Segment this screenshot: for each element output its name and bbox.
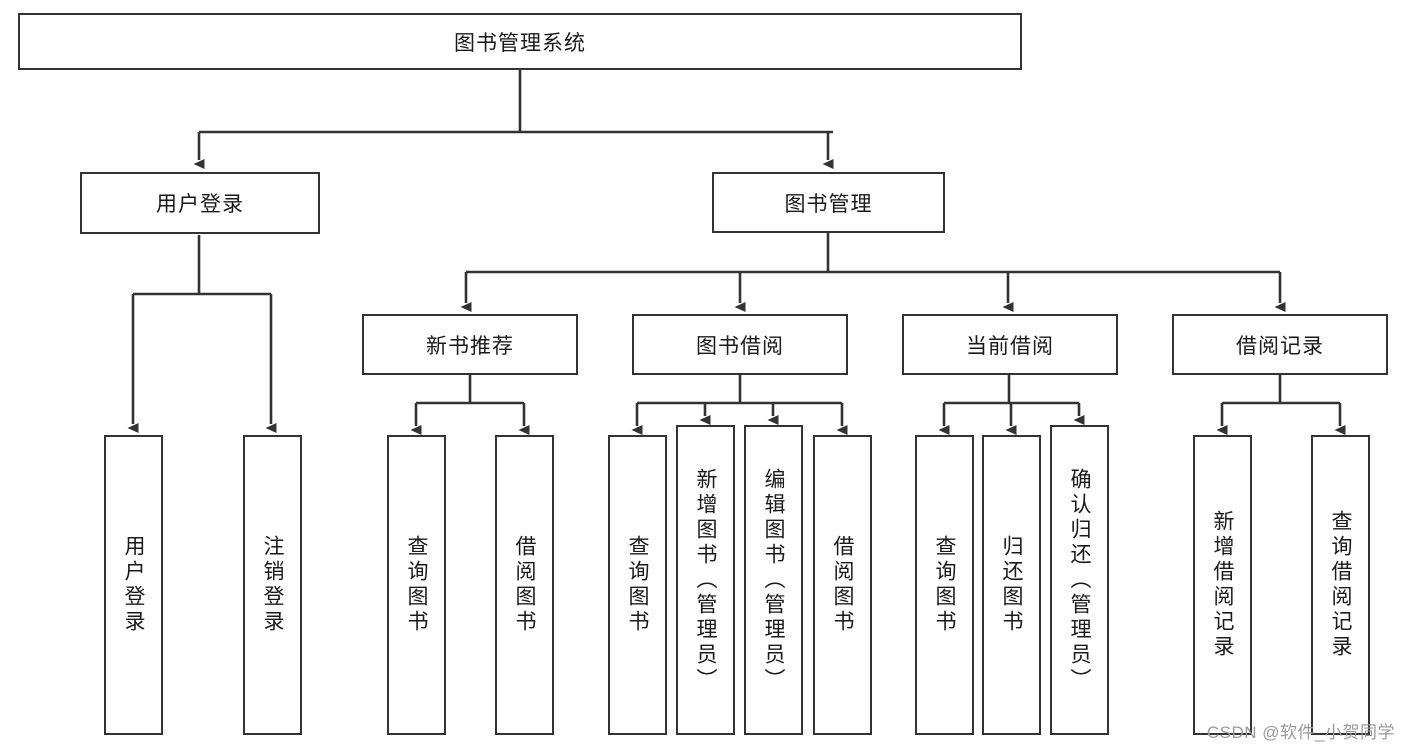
leaf-borrow-record-add[interactable]: 新增借阅记录 bbox=[1193, 435, 1252, 735]
leaf-label: 归还图书 bbox=[1000, 535, 1024, 635]
leaf-label: 查询图书 bbox=[626, 535, 650, 635]
node-book-borrow-label: 图书借阅 bbox=[696, 334, 784, 358]
node-user-login[interactable]: 用户登录 bbox=[80, 172, 320, 234]
leaf-label: 注销登录 bbox=[261, 535, 285, 635]
node-root-label: 图书管理系统 bbox=[454, 31, 586, 55]
leaf-current-borrow-query[interactable]: 查询图书 bbox=[915, 435, 974, 735]
leaf-label: 查询图书 bbox=[405, 535, 429, 635]
leaf-label: 编辑图书（管理员） bbox=[762, 467, 786, 693]
leaf-book-borrow-edit[interactable]: 编辑图书（管理员） bbox=[744, 425, 803, 735]
leaf-book-borrow-query[interactable]: 查询图书 bbox=[608, 435, 667, 735]
leaf-label: 用户登录 bbox=[122, 535, 146, 635]
watermark: CSDN @软件_小贺同学 bbox=[1206, 723, 1395, 742]
leaf-label: 确认归还（管理员） bbox=[1068, 467, 1092, 693]
node-book-management-label: 图书管理 bbox=[784, 192, 873, 216]
leaf-user-login-logout[interactable]: 注销登录 bbox=[243, 435, 302, 735]
leaf-current-borrow-return[interactable]: 归还图书 bbox=[982, 435, 1041, 735]
node-root[interactable]: 图书管理系统 bbox=[18, 13, 1022, 70]
leaf-user-login-login[interactable]: 用户登录 bbox=[104, 435, 163, 735]
leaf-book-borrow-add[interactable]: 新增图书（管理员） bbox=[676, 425, 735, 735]
leaf-label: 借阅图书 bbox=[831, 535, 855, 635]
node-user-login-label: 用户登录 bbox=[156, 193, 244, 216]
node-new-book-recommend-label: 新书推荐 bbox=[426, 334, 514, 358]
leaf-new-book-query[interactable]: 查询图书 bbox=[387, 435, 446, 735]
leaf-borrow-record-query[interactable]: 查询借阅记录 bbox=[1311, 435, 1370, 735]
node-book-borrow[interactable]: 图书借阅 bbox=[632, 314, 848, 375]
leaf-label: 新增图书（管理员） bbox=[694, 467, 718, 693]
leaf-new-book-borrow[interactable]: 借阅图书 bbox=[495, 435, 554, 735]
node-current-borrow[interactable]: 当前借阅 bbox=[902, 314, 1118, 375]
node-new-book-recommend[interactable]: 新书推荐 bbox=[362, 314, 578, 375]
leaf-label: 查询借阅记录 bbox=[1329, 510, 1353, 660]
leaf-book-borrow-borrow[interactable]: 借阅图书 bbox=[813, 435, 872, 735]
leaf-label: 新增借阅记录 bbox=[1211, 510, 1235, 660]
leaf-label: 借阅图书 bbox=[513, 535, 537, 635]
leaf-current-borrow-confirm[interactable]: 确认归还（管理员） bbox=[1050, 425, 1109, 735]
node-borrow-record[interactable]: 借阅记录 bbox=[1172, 314, 1388, 375]
node-borrow-record-label: 借阅记录 bbox=[1236, 334, 1324, 358]
leaf-label: 查询图书 bbox=[933, 535, 957, 635]
node-book-management[interactable]: 图书管理 bbox=[712, 172, 945, 233]
node-current-borrow-label: 当前借阅 bbox=[966, 334, 1054, 358]
